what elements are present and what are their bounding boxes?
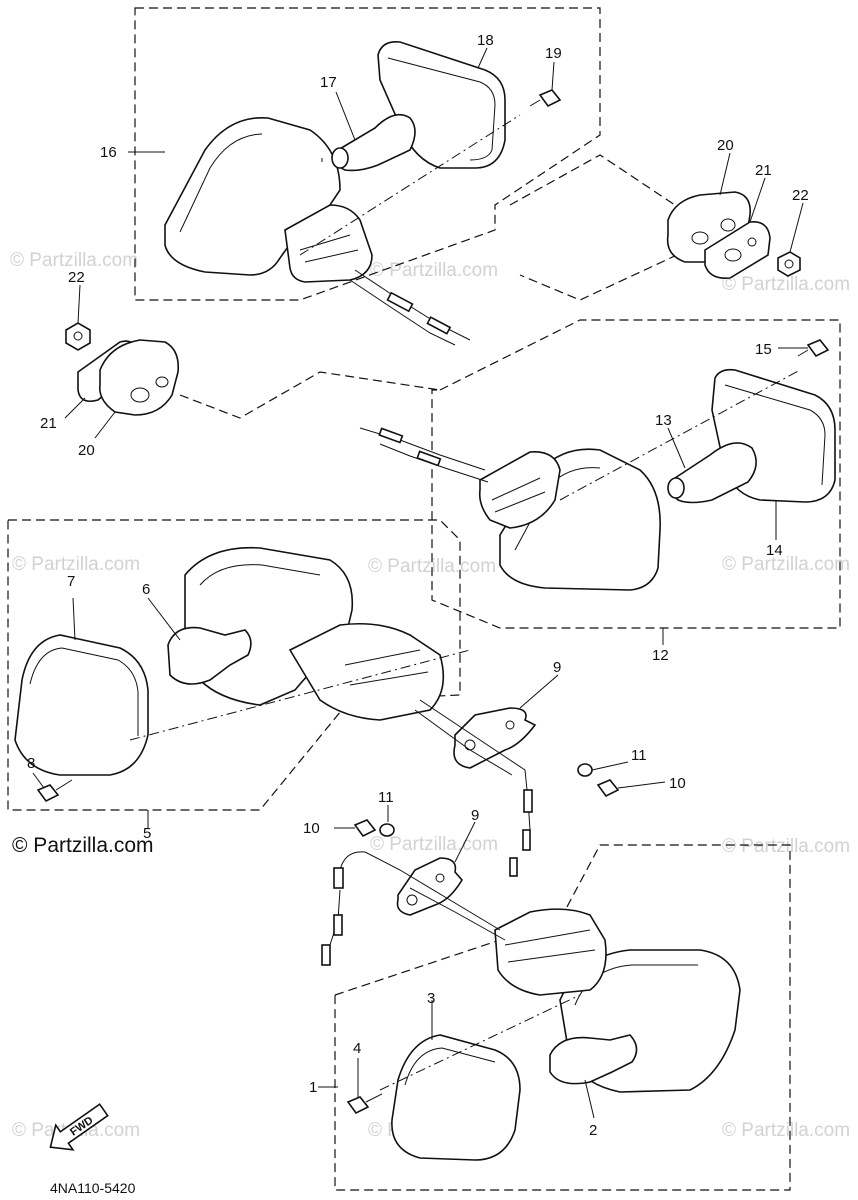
callout-11: 11 [378, 789, 394, 806]
callout-2: 2 [589, 1122, 597, 1139]
callout-9: 9 [553, 659, 561, 676]
callout-6: 6 [142, 581, 150, 598]
callout-9: 9 [471, 807, 479, 824]
nut-22 [65, 322, 91, 351]
screw-4 [346, 1096, 370, 1115]
callout-4: 4 [353, 1040, 361, 1057]
leader-lines [32, 47, 808, 1119]
screw-10 [596, 779, 620, 798]
grommet-set-mid-left [65, 322, 180, 416]
callout-22: 22 [792, 187, 809, 204]
watermark: © Partzilla.com [370, 260, 498, 281]
group-boundary-16 [134, 7, 601, 301]
bracket-9 [396, 857, 463, 916]
group-boundary-5 [7, 519, 461, 811]
callout-20: 20 [78, 442, 95, 459]
stem-1 [494, 908, 607, 996]
washer-11 [577, 763, 593, 777]
callout-1: 1 [309, 1079, 317, 1096]
stem-12 [478, 451, 561, 529]
stem-16 [284, 204, 373, 283]
callout-19: 19 [545, 45, 562, 62]
watermark: © Partzilla.com [722, 554, 850, 575]
callout-15: 15 [755, 341, 772, 358]
turn-signal-assembly-5 [14, 546, 620, 877]
callout-8: 8 [27, 755, 35, 772]
callout-3: 3 [427, 990, 435, 1007]
watermark: © Partzilla.com [368, 556, 496, 577]
turn-signal-assembly-16 [164, 40, 562, 346]
callout-22: 22 [68, 269, 85, 286]
callout-11: 11 [631, 747, 647, 764]
bulb-6 [167, 626, 252, 685]
watermark: © Partzilla.com [12, 554, 140, 575]
turn-signal-assembly-12 [359, 339, 836, 591]
group-boundary-12 [431, 319, 841, 629]
group-boundary-1 [334, 844, 791, 1191]
callout-16: 16 [100, 144, 117, 161]
grommet-20 [98, 339, 180, 416]
watermark: © Partzilla.com [722, 274, 850, 295]
washer-11 [379, 823, 395, 837]
callout-labels: 1 2 3 4 5 6 7 8 9 9 10 10 11 11 12 13 14… [27, 32, 809, 1139]
watermark: © Partzilla.com [370, 834, 498, 855]
grommet-link-top [509, 154, 722, 301]
watermark: © Partzilla.com [722, 1120, 850, 1141]
bracket-9 [453, 707, 537, 769]
grommet-link-mid [179, 371, 441, 419]
housing-16 [164, 117, 341, 276]
stem-5 [288, 622, 445, 721]
forward-arrow-icon [49, 1103, 109, 1151]
screw-19 [538, 89, 562, 108]
lens-3 [391, 1034, 521, 1161]
callout-18: 18 [477, 32, 494, 49]
callout-13: 13 [655, 412, 672, 429]
screw-15 [806, 339, 830, 358]
callout-12: 12 [652, 647, 669, 664]
callout-14: 14 [766, 542, 783, 559]
watermark: © Partzilla.com [722, 836, 850, 857]
screw-8 [36, 784, 60, 803]
nut-22 [777, 251, 801, 277]
callout-7: 7 [67, 573, 75, 590]
callout-10: 10 [303, 820, 320, 837]
callout-5: 5 [143, 825, 151, 842]
brand-label: © Partzilla.com [12, 834, 154, 857]
callout-17: 17 [320, 74, 337, 91]
callout-10: 10 [669, 775, 686, 792]
turn-signal-assembly-1 [321, 819, 741, 1161]
callout-21: 21 [755, 162, 772, 179]
callout-20: 20 [717, 137, 734, 154]
diagram-code: 4NA110-5420 [50, 1180, 136, 1196]
grommet-set-top-right [666, 191, 801, 280]
watermark: © Partzilla.com [10, 250, 138, 271]
screw-10 [353, 819, 377, 838]
callout-21: 21 [40, 415, 57, 432]
lens-7 [14, 634, 149, 776]
bulb-2 [549, 1034, 638, 1085]
